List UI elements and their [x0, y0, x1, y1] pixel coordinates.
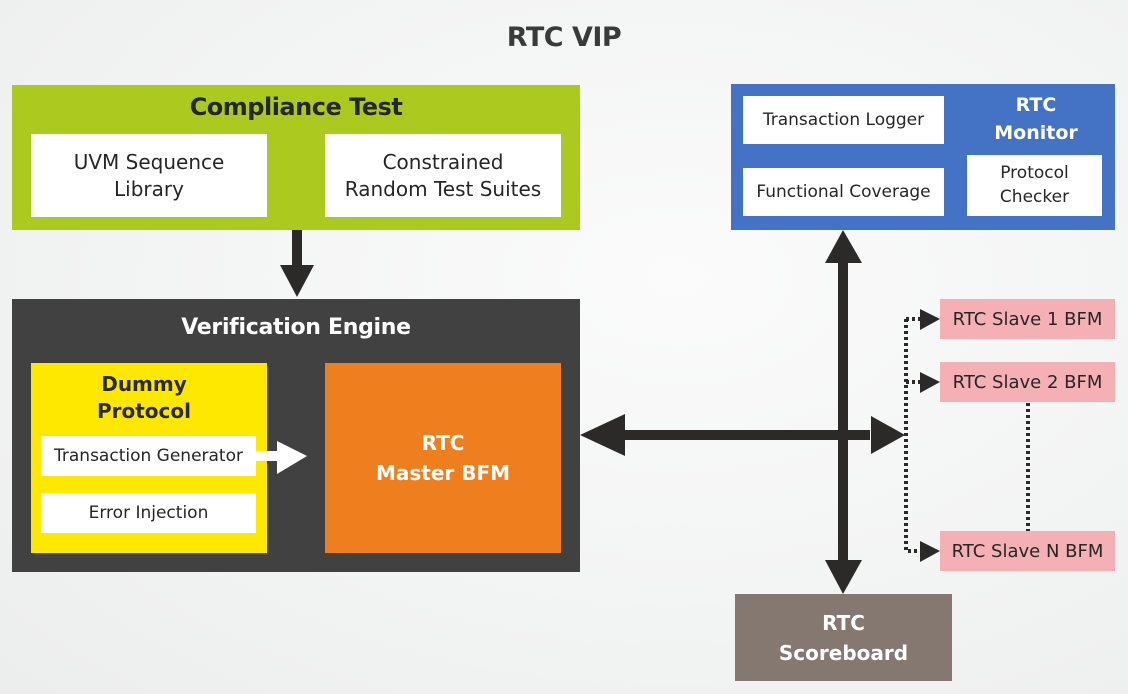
rtc-monitor-block: RTC Monitor Transaction Logger Functiona…: [731, 84, 1115, 230]
protocol-checker-box: Protocol Checker: [967, 155, 1102, 216]
transaction-generator-box: Transaction Generator: [41, 436, 256, 476]
rtc-master-bfm-block: RTC Master BFM: [325, 363, 561, 553]
dummy-protocol-heading: Dummy Protocol: [96, 372, 191, 423]
transaction-logger-box: Transaction Logger: [743, 96, 944, 144]
rtc-slave-n-bfm-box: RTC Slave N BFM: [940, 531, 1115, 571]
arrow-bus-to-monitor: [825, 230, 862, 442]
verification-engine-block: Verification Engine Dummy Protocol Trans…: [12, 299, 580, 572]
error-injection-box: Error Injection: [41, 493, 256, 533]
dummy-protocol-block: Dummy Protocol Transaction Generator Err…: [31, 363, 267, 553]
arrow-bus-to-scoreboard: [825, 430, 862, 594]
compliance-test-heading: Compliance Test: [189, 93, 403, 121]
arrowhead-slave-1: [920, 309, 940, 330]
constrained-random-test-suites-box: Constrained Random Test Suites: [325, 134, 561, 217]
dotted-slave-fanout: [904, 317, 1030, 553]
arrow-compliance-to-engine: [280, 230, 314, 297]
compliance-test-block: Compliance Test UVM Sequence Library Con…: [12, 85, 580, 230]
arrowhead-slave-2: [920, 372, 940, 393]
rtc-slave-2-bfm-box: RTC Slave 2 BFM: [940, 362, 1115, 402]
rtc-scoreboard-block: RTC Scoreboard: [735, 594, 952, 681]
diagram-title: RTC VIP: [506, 22, 622, 53]
rtc-slave-1-bfm-box: RTC Slave 1 BFM: [940, 299, 1115, 339]
arrow-master-bus-bidirectional: [580, 414, 905, 456]
rtc-monitor-heading: RTC Monitor: [994, 94, 1078, 144]
verification-engine-heading: Verification Engine: [181, 315, 411, 340]
uvm-sequence-library-box: UVM Sequence Library: [31, 134, 267, 217]
functional-coverage-box: Functional Coverage: [743, 168, 944, 216]
arrowhead-slave-n: [920, 541, 940, 562]
